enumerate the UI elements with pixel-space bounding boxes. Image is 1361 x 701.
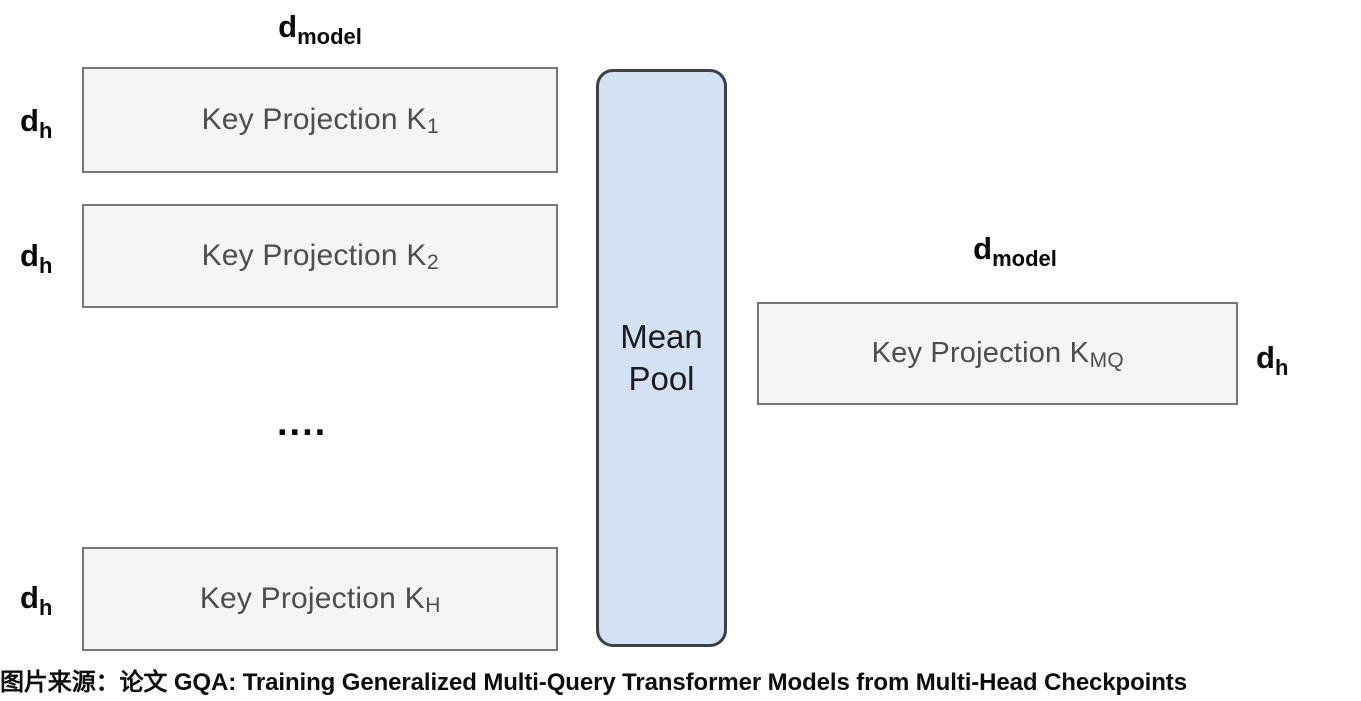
dh-row-1-subscript: h bbox=[38, 118, 53, 143]
dh-row-2-base: d bbox=[20, 238, 39, 273]
dh-mq-subscript: h bbox=[1274, 355, 1289, 380]
dimension-label-dh-row-1: dh bbox=[20, 103, 52, 143]
key-projection-box-k1-label: Key Projection K bbox=[201, 103, 427, 136]
dmodel-left-base: d bbox=[278, 9, 298, 44]
dmodel-left-subscript: model bbox=[297, 24, 362, 49]
dh-row-h-base: d bbox=[20, 580, 39, 615]
key-projection-box-kh-label: Key Projection K bbox=[199, 582, 425, 615]
dh-row-1-base: d bbox=[20, 103, 39, 138]
key-projection-box-kmq-label: Key Projection K bbox=[871, 337, 1090, 369]
dh-row-h-subscript: h bbox=[38, 595, 53, 620]
dimension-label-dmodel-left: dmodel bbox=[265, 9, 375, 49]
dimension-label-dmodel-right: dmodel bbox=[960, 231, 1070, 271]
dimension-label-dh-row-h: dh bbox=[20, 580, 52, 620]
dimension-label-dh-row-2: dh bbox=[20, 238, 52, 278]
mean-pool-block: Mean Pool bbox=[596, 69, 727, 647]
key-projection-box-k2-subscript: 2 bbox=[427, 251, 439, 274]
dh-row-2-subscript: h bbox=[38, 253, 53, 278]
key-projection-box-k1-subscript: 1 bbox=[427, 115, 439, 138]
dmodel-right-subscript: model bbox=[992, 246, 1057, 271]
source-caption: 图片来源：论文 GQA: Training Generalized Multi-… bbox=[0, 669, 1187, 696]
ellipsis-dots: .... bbox=[277, 402, 328, 444]
key-projection-box-k2-label: Key Projection K bbox=[201, 239, 427, 272]
dmodel-right-base: d bbox=[973, 231, 993, 266]
dh-mq-base: d bbox=[1256, 340, 1275, 375]
key-projection-box-kh-subscript: H bbox=[425, 594, 441, 617]
mean-pool-line-2: Pool bbox=[628, 360, 695, 397]
key-projection-box-kmq-subscript: MQ bbox=[1089, 348, 1124, 372]
dimension-label-dh-multi-query: dh bbox=[1256, 340, 1288, 380]
mean-pool-line-1: Mean bbox=[620, 317, 703, 355]
